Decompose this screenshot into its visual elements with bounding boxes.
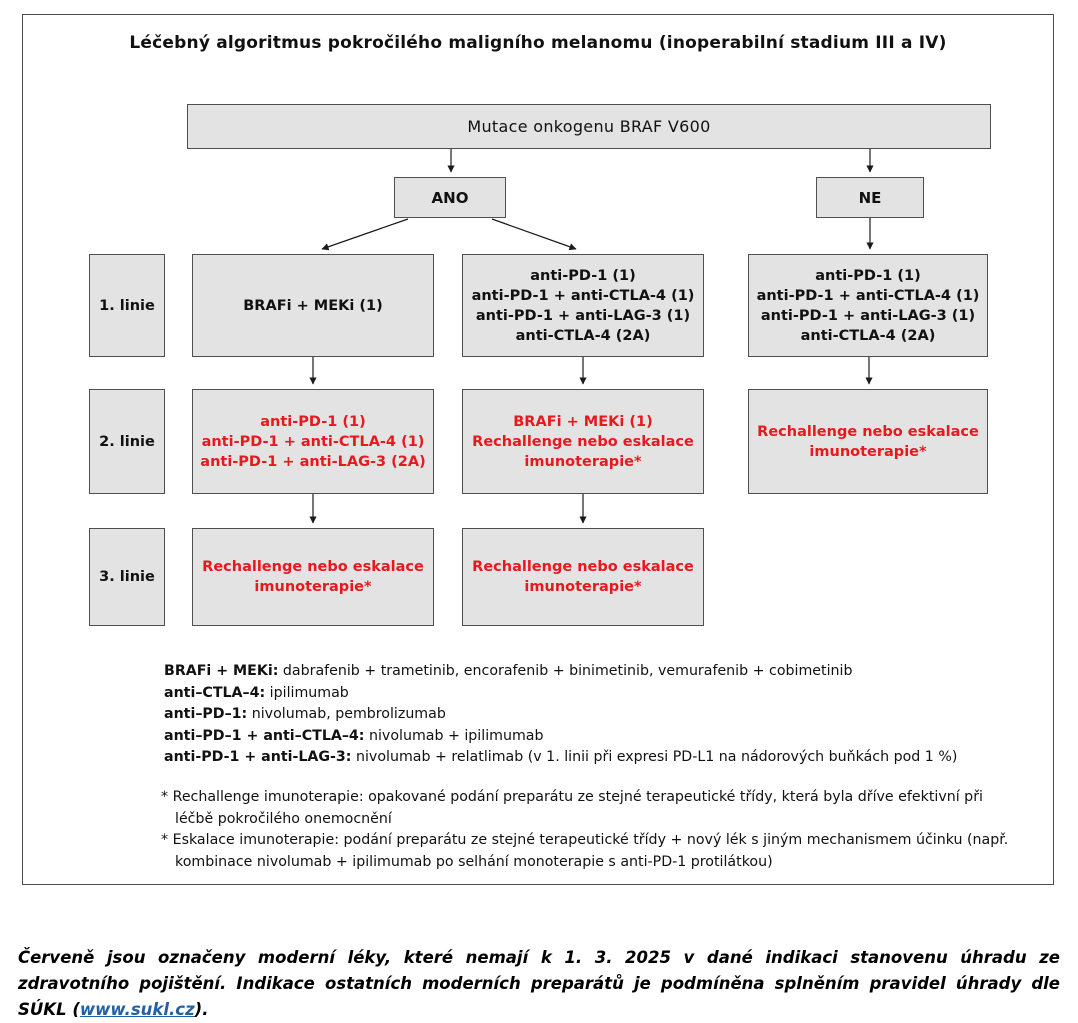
definition-text: ipilimumab [265, 684, 349, 701]
definition-text: dabrafenib + trametinib, encorafenib + b… [278, 663, 853, 679]
box-line: anti-PD-1 (1) [815, 267, 921, 284]
box-line: ANO [431, 188, 469, 207]
box-line: imunoterapie* [809, 443, 927, 460]
caption-text-after: ). [194, 999, 209, 1019]
box-line: anti-PD-1 + anti-CTLA-4 (1) [201, 433, 425, 450]
box-line: anti-PD-1 + anti-CTLA-4 (1) [756, 287, 980, 304]
drug-definitions: BRAFi + MEKi: dabrafenib + trametinib, e… [164, 661, 957, 769]
definition-term: anti-PD-1 + anti-LAG-3: [164, 749, 352, 765]
box-line: BRAFi + MEKi (1) [243, 297, 383, 314]
footnote-text: Eskalace imunoterapie: podání preparátu … [172, 832, 1009, 870]
bottom-caption: Červeně jsou označeny moderní léky, kter… [18, 945, 1060, 1023]
flow-box-line2-left: anti-PD-1 (1) anti-PD-1 + anti-CTLA-4 (1… [192, 389, 434, 494]
flow-box-line2-mid: BRAFi + MEKi (1) Rechallenge nebo eskala… [462, 389, 704, 494]
box-line: anti-PD-1 + anti-LAG-3 (2A) [200, 453, 426, 470]
box-line: anti-PD-1 (1) [260, 413, 366, 430]
definition-text: nivolumab + relatlimab (v 1. linii při e… [351, 749, 958, 765]
definition-item: anti–PD–1 + anti–CTLA–4: nivolumab + ipi… [164, 726, 957, 748]
box-line: imunoterapie* [254, 579, 372, 595]
diagram-frame: Léčebný algoritmus pokročilého maligního… [22, 14, 1054, 885]
definition-item: anti–CTLA–4: ipilimumab [164, 683, 957, 705]
box-line: Rechallenge nebo eskalace [472, 433, 694, 450]
definition-term: BRAFi + MEKi: [164, 663, 279, 679]
box-line: anti-CTLA-4 (2A) [800, 327, 936, 344]
flow-box-line1-braf-meki: BRAFi + MEKi (1) [192, 254, 434, 357]
box-line: Mutace onkogenu BRAF V600 [467, 116, 711, 136]
box-line: anti-PD-1 + anti-LAG-3 (1) [475, 307, 691, 324]
flow-box-line1-immuno-no: anti-PD-1 (1) anti-PD-1 + anti-CTLA-4 (1… [748, 254, 988, 357]
box-line: NE [858, 188, 882, 207]
definition-text: nivolumab, pembrolizumab [247, 706, 446, 722]
definition-term: anti–PD–1 + anti–CTLA–4: [164, 727, 365, 744]
flow-box-line2-right: Rechallenge nebo eskalace imunoterapie* [748, 389, 988, 494]
sukl-link[interactable]: www.sukl.cz [79, 999, 195, 1019]
definition-item: anti-PD-1 + anti-LAG-3: nivolumab + rela… [164, 747, 957, 769]
row-label-line1: 1. linie [89, 254, 165, 357]
box-line: Rechallenge nebo eskalace [757, 423, 979, 440]
flow-box-line1-immuno-yes: anti-PD-1 (1) anti-PD-1 + anti-CTLA-4 (1… [462, 254, 704, 357]
flow-box-yes: ANO [394, 177, 506, 218]
footnote-text: Rechallenge imunoterapie: opakované podá… [172, 789, 983, 827]
flow-box-no: NE [816, 177, 924, 218]
flow-box-braf-mutation: Mutace onkogenu BRAF V600 [187, 104, 991, 149]
footnote-marker: * [161, 832, 169, 848]
box-line: anti-PD-1 (1) [530, 267, 636, 284]
row-label-line2: 2. linie [89, 389, 165, 494]
box-line: anti-PD-1 + anti-CTLA-4 (1) [471, 287, 695, 304]
flow-box-line3-mid: Rechallenge nebo eskalace imunoterapie* [462, 528, 704, 626]
footnote-marker: * [161, 789, 169, 805]
definition-item: BRAFi + MEKi: dabrafenib + trametinib, e… [164, 661, 957, 683]
box-line: 2. linie [99, 433, 155, 450]
box-line: imunoterapie* [524, 453, 642, 470]
footnote-item: * Rechallenge imunoterapie: opakované po… [161, 787, 1013, 830]
footnote-item: * Eskalace imunoterapie: podání preparát… [161, 830, 1013, 873]
definition-item: anti–PD–1: nivolumab, pembrolizumab [164, 704, 957, 726]
definition-text: nivolumab + ipilimumab [364, 727, 544, 744]
box-line: 1. linie [99, 297, 155, 314]
box-line: BRAFi + MEKi (1) [513, 413, 653, 430]
box-line: Rechallenge nebo eskalace [202, 559, 424, 575]
flow-box-line3-left: Rechallenge nebo eskalace imunoterapie* [192, 528, 434, 626]
box-line: anti-PD-1 + anti-LAG-3 (1) [760, 307, 976, 324]
box-line: Rechallenge nebo eskalace [472, 559, 694, 575]
asterisk-footnotes: * Rechallenge imunoterapie: opakované po… [161, 787, 1013, 873]
definition-term: anti–CTLA–4: [164, 684, 266, 701]
row-label-line3: 3. linie [89, 528, 165, 626]
definition-term: anti–PD–1: [164, 706, 248, 722]
diagram-title: Léčebný algoritmus pokročilého maligního… [129, 33, 947, 53]
box-line: 3. linie [99, 569, 155, 585]
box-line: imunoterapie* [524, 579, 642, 595]
box-line: anti-CTLA-4 (2A) [515, 327, 651, 344]
